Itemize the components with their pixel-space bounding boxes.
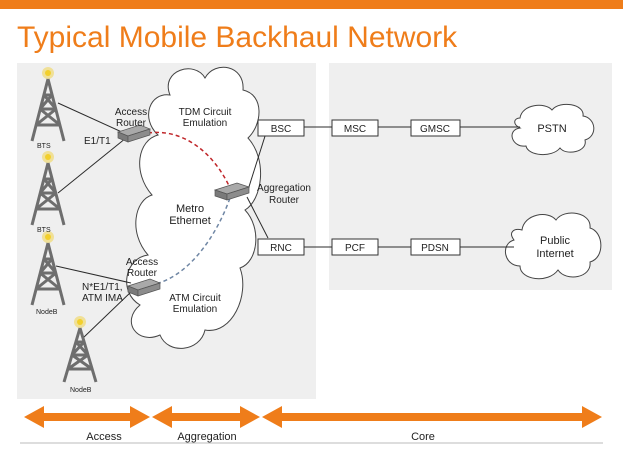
public-internet-label: Internet xyxy=(536,248,573,260)
bts-label: BTS xyxy=(37,227,51,234)
bts-label: BTS xyxy=(37,143,51,150)
msc-label: MSC xyxy=(344,124,366,135)
access-router-label: Access xyxy=(115,107,147,118)
rnc-box xyxy=(257,238,305,256)
ne1t1-label: N*E1/T1, xyxy=(82,282,123,293)
router-icon xyxy=(126,278,162,297)
aggregation-router-label: Aggregation xyxy=(257,183,311,194)
bsc-box xyxy=(257,119,305,137)
access-router-label: Router xyxy=(116,118,147,129)
metro-ethernet-label: Metro xyxy=(176,203,204,215)
element-boxes xyxy=(257,119,461,256)
nodeb-label: NodeB xyxy=(70,387,92,394)
atm-emulation-label: ATM Circuit xyxy=(169,293,221,304)
tdm-emulation-path xyxy=(147,131,231,189)
router-icon xyxy=(213,182,251,201)
router-icon xyxy=(116,124,152,143)
gmsc-label: GMSC xyxy=(420,124,450,135)
cell-tower-icon xyxy=(30,231,66,306)
access-router-label: Access xyxy=(126,257,158,268)
atm-emulation-label: Emulation xyxy=(173,304,217,315)
ne1t1-label: ATM IMA xyxy=(82,293,123,304)
tdm-emulation-label: TDM Circuit xyxy=(179,107,232,118)
msc-box xyxy=(331,119,379,137)
access-segment-arrow xyxy=(24,406,150,428)
aggregation-segment-label: Aggregation xyxy=(177,431,236,443)
nodeb-label: NodeB xyxy=(36,309,58,316)
tdm-emulation-label: Emulation xyxy=(183,118,227,129)
cell-tower-icon xyxy=(30,151,66,226)
links xyxy=(55,102,520,339)
top-accent-bar xyxy=(0,0,623,9)
public-internet-label: Public xyxy=(540,235,570,247)
slide-title: Typical Mobile Backhaul Network xyxy=(17,21,458,54)
aggregation-segment-arrow xyxy=(152,406,260,428)
pstn-cloud xyxy=(511,103,595,155)
pcf-box xyxy=(331,238,379,256)
cell-tower-icon xyxy=(30,67,66,142)
core-segment-arrow xyxy=(262,406,602,428)
rnc-label: RNC xyxy=(270,243,292,254)
bsc-label: BSC xyxy=(271,124,292,135)
atm-emulation-path xyxy=(149,197,231,286)
core-segment-label: Core xyxy=(411,431,435,443)
gmsc-box xyxy=(410,119,461,137)
metro-ethernet-cloud xyxy=(126,66,261,349)
metro-ethernet-label: Ethernet xyxy=(169,215,211,227)
pcf-label: PCF xyxy=(345,243,365,254)
aggregation-router-label: Router xyxy=(269,195,300,206)
pdsn-box xyxy=(410,238,461,256)
access-segment-label: Access xyxy=(86,431,122,443)
pstn-label: PSTN xyxy=(537,123,566,135)
public-internet-cloud xyxy=(505,212,602,280)
access-router-label: Router xyxy=(127,268,158,279)
pdsn-label: PDSN xyxy=(421,243,449,254)
e1t1-label: E1/T1 xyxy=(84,136,111,147)
cell-tower-icon xyxy=(62,316,98,383)
